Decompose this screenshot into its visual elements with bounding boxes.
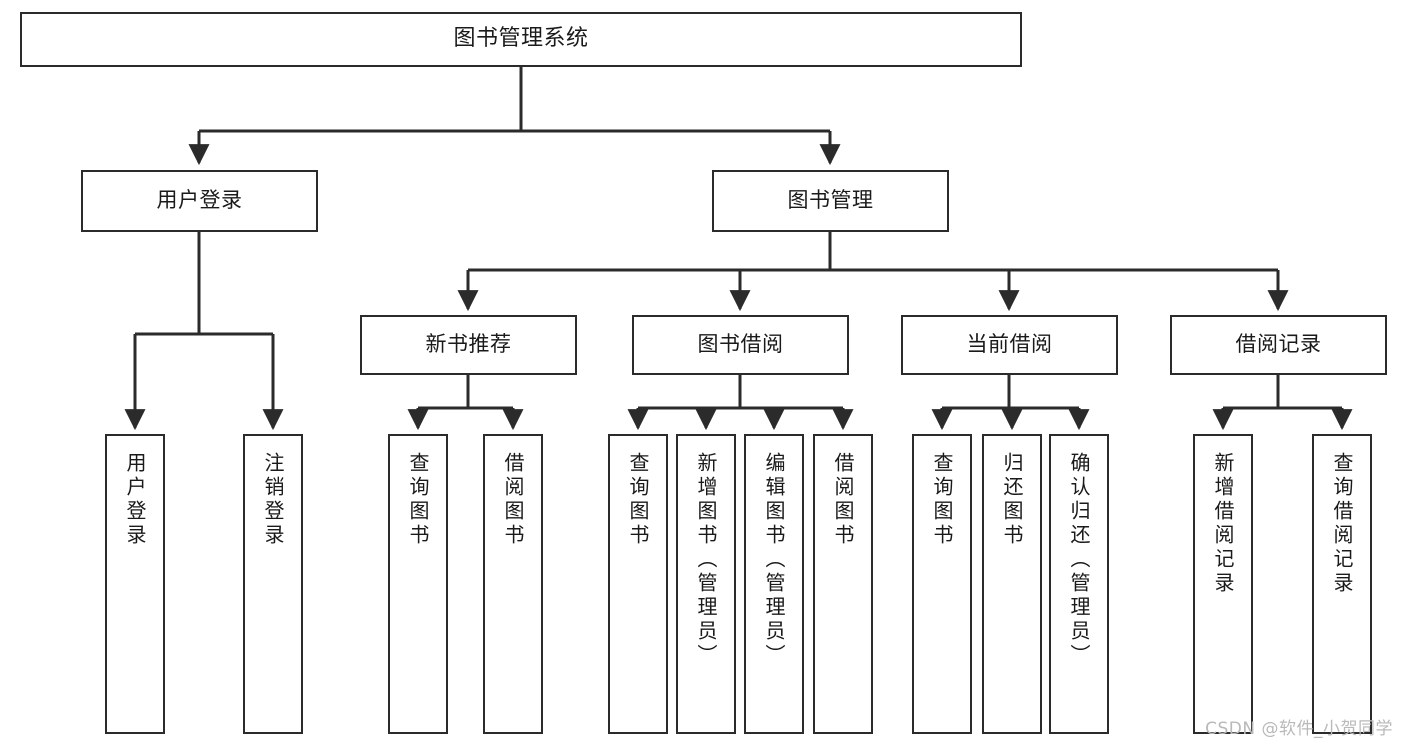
- node-label: 编辑图书（管理员）: [762, 452, 786, 668]
- node-label: 图书管理系统: [453, 26, 589, 52]
- node-label: 查询图书: [406, 452, 430, 548]
- node-label: 借阅图书: [831, 452, 855, 548]
- node-current-borrow[interactable]: 当前借阅: [901, 315, 1118, 375]
- node-leaf-borrow-book-2[interactable]: 借阅图书: [813, 434, 873, 734]
- node-leaf-add-borrow-record[interactable]: 新增借阅记录: [1193, 434, 1253, 734]
- node-label: 查询图书: [930, 452, 954, 548]
- node-leaf-query-book-1[interactable]: 查询图书: [388, 434, 448, 734]
- node-label: 图书管理: [787, 188, 874, 213]
- node-book-borrow[interactable]: 图书借阅: [632, 315, 849, 375]
- node-borrow-record[interactable]: 借阅记录: [1170, 315, 1387, 375]
- node-leaf-return-book[interactable]: 归还图书: [982, 434, 1042, 734]
- node-leaf-confirm-return[interactable]: 确认归还（管理员）: [1049, 434, 1109, 734]
- node-label: 注销登录: [261, 452, 285, 548]
- node-label: 当前借阅: [966, 332, 1053, 357]
- node-leaf-edit-book[interactable]: 编辑图书（管理员）: [744, 434, 804, 734]
- node-leaf-add-book[interactable]: 新增图书（管理员）: [676, 434, 736, 734]
- node-leaf-query-borrow-record[interactable]: 查询借阅记录: [1312, 434, 1372, 734]
- node-label: 借阅记录: [1235, 332, 1322, 357]
- node-user-login[interactable]: 用户登录: [81, 170, 318, 232]
- node-book-management[interactable]: 图书管理: [712, 170, 949, 232]
- watermark-text: CSDN @软件_小贺同学: [1205, 719, 1393, 739]
- node-new-book-recommend[interactable]: 新书推荐: [360, 315, 577, 375]
- node-label: 图书借阅: [697, 332, 784, 357]
- node-label: 确认归还（管理员）: [1067, 452, 1091, 668]
- node-label: 查询图书: [626, 452, 650, 548]
- node-label: 查询借阅记录: [1330, 452, 1354, 596]
- node-label: 用户登录: [123, 452, 147, 548]
- node-label: 新增借阅记录: [1211, 452, 1235, 596]
- node-leaf-query-book-3[interactable]: 查询图书: [912, 434, 972, 734]
- node-root-book-management-system[interactable]: 图书管理系统: [20, 12, 1022, 67]
- node-leaf-query-book-2[interactable]: 查询图书: [608, 434, 668, 734]
- node-leaf-user-login[interactable]: 用户登录: [105, 434, 165, 734]
- node-label: 借阅图书: [501, 452, 525, 548]
- node-label: 归还图书: [1000, 452, 1024, 548]
- node-leaf-borrow-book-1[interactable]: 借阅图书: [483, 434, 543, 734]
- node-label: 新书推荐: [425, 332, 512, 357]
- node-leaf-logout-login[interactable]: 注销登录: [243, 434, 303, 734]
- node-label: 新增图书（管理员）: [694, 452, 718, 668]
- node-label: 用户登录: [156, 188, 243, 213]
